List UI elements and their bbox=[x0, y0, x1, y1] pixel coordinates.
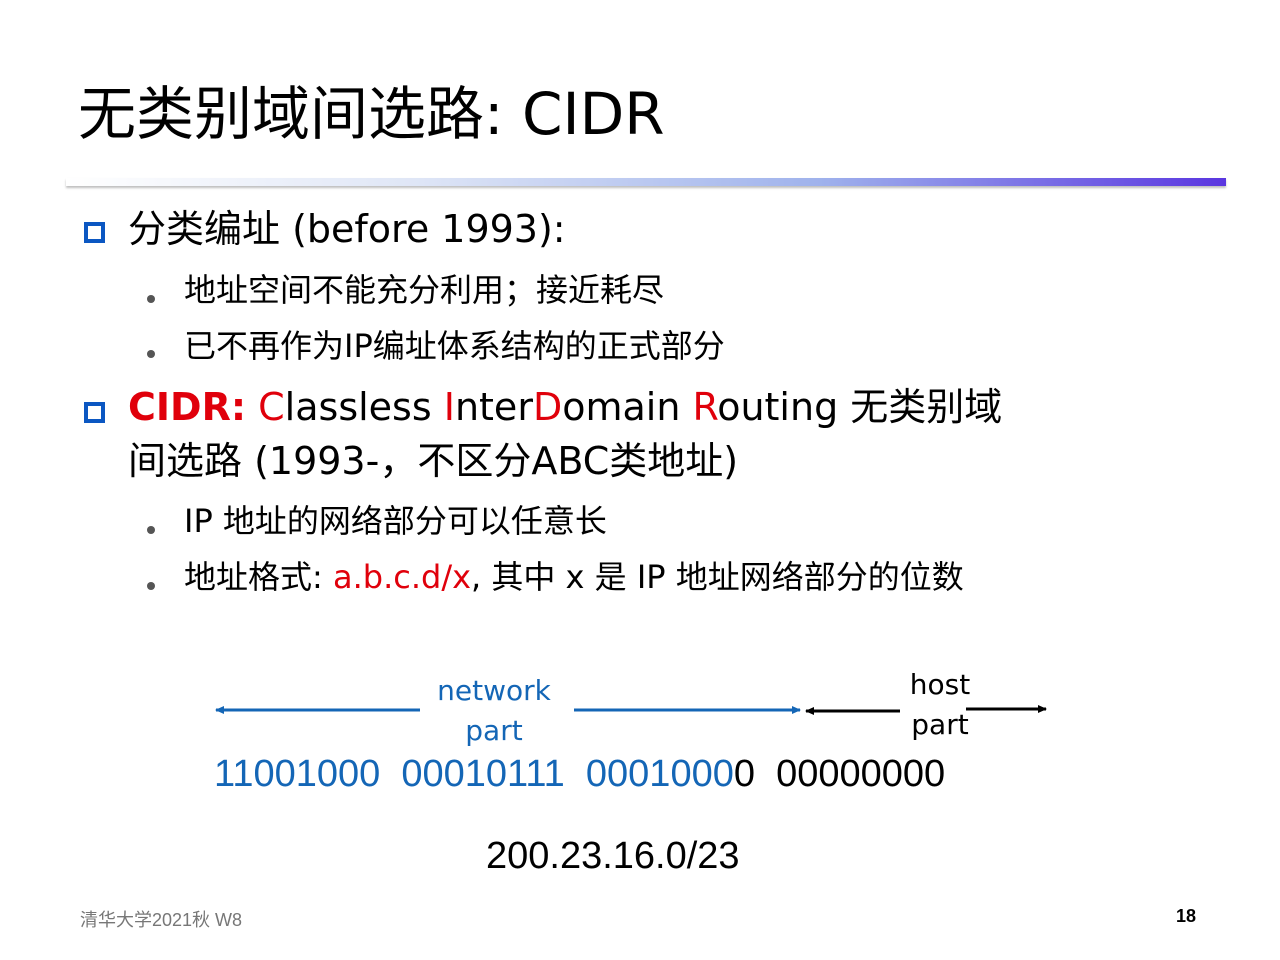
cidr-label: CIDR: bbox=[128, 385, 247, 429]
host-boundary-bit: 0 bbox=[733, 753, 755, 795]
dot-bullet-icon bbox=[147, 295, 155, 303]
page-number: 18 bbox=[1176, 906, 1197, 926]
sub-bullet-address-format: 地址格式: a.b.c.d/x, 其中 x 是 IP 地址网络部分的位数 bbox=[184, 555, 964, 599]
host-label-line1: host bbox=[909, 668, 971, 701]
host-label-line2: part bbox=[911, 708, 969, 741]
letter-r: R bbox=[692, 385, 718, 429]
square-bullet-icon bbox=[84, 402, 105, 423]
dot-bullet-icon bbox=[147, 350, 155, 358]
dot-bullet-icon bbox=[147, 582, 155, 590]
word-domain: omain bbox=[562, 385, 693, 429]
letter-c: C bbox=[258, 385, 285, 429]
format-suffix: , 其中 x 是 IP 地址网络部分的位数 bbox=[471, 558, 964, 596]
bullet-cidr-line2: 间选路 (1993-，不区分ABC类地址) bbox=[128, 439, 739, 483]
word-classless: lassless bbox=[284, 385, 444, 429]
sub-bullet-network-part: IP 地址的网络部分可以任意长 bbox=[184, 502, 607, 540]
cidr-address: 200.23.16.0/23 bbox=[486, 835, 740, 877]
bullet-classful: 分类编址 (before 1993): bbox=[128, 207, 566, 251]
bullet-cidr-line1: CIDR: Classless InterDomain Routing 无类别域 bbox=[128, 382, 1002, 432]
format-prefix: 地址格式: bbox=[184, 558, 333, 596]
sub-bullet-no-longer-official: 已不再作为IP编址体系结构的正式部分 bbox=[184, 327, 725, 365]
square-bullet-icon bbox=[84, 222, 105, 243]
sub-bullet-address-space: 地址空间不能充分利用；接近耗尽 bbox=[184, 271, 665, 309]
network-label-line1: network bbox=[437, 674, 551, 707]
format-value: a.b.c.d/x bbox=[332, 558, 472, 596]
dot-bullet-icon bbox=[147, 526, 155, 534]
word-inter: nter bbox=[454, 385, 533, 429]
host-bits: 00000000 bbox=[755, 753, 946, 795]
network-bits: 11001000 00010111 0001000 bbox=[214, 753, 734, 795]
letter-d: D bbox=[532, 385, 563, 429]
cidr-chinese-part1: 无类别域 bbox=[838, 385, 1003, 429]
footer-course: 清华大学2021秋 W8 bbox=[80, 910, 243, 930]
network-label-line2: part bbox=[465, 714, 523, 747]
slide-title: 无类别域间选路: CIDR bbox=[78, 80, 665, 148]
letter-i: I bbox=[443, 385, 455, 429]
binary-address: 11001000 00010111 00010000 00000000 bbox=[214, 752, 945, 796]
title-divider bbox=[66, 178, 1226, 186]
word-routing: outing bbox=[717, 385, 839, 429]
